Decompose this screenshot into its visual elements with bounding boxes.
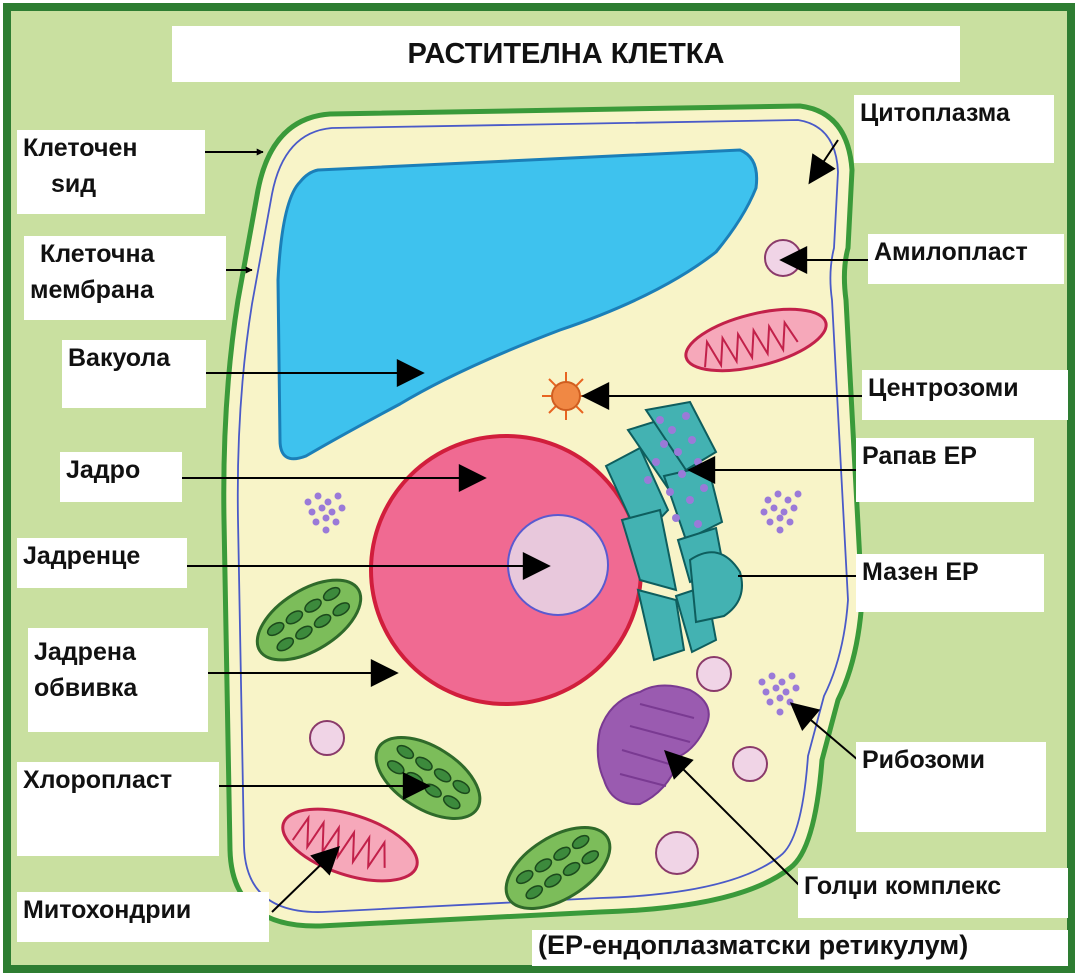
label-chloroplast: Хлоропласт <box>17 762 219 856</box>
label-vacuole: Вакуола <box>62 340 206 408</box>
label-nucleus: Јадро <box>60 452 182 502</box>
label-amyloplast: Амилопласт <box>868 234 1064 284</box>
label-smooth-er: Мазен ЕР <box>856 554 1044 612</box>
label-cell-wall: Клеточен ѕид <box>17 130 205 214</box>
label-cell-membrane: Клеточна мембрана <box>24 236 226 320</box>
centrosome <box>542 372 590 420</box>
label-cytoplasm: Цитоплазма <box>854 95 1054 163</box>
diagram-title: РАСТИТЕЛНА КЛЕТКА <box>172 26 960 82</box>
label-centrosomes: Центрозоми <box>862 370 1068 420</box>
label-ribosomes: Рибозоми <box>856 742 1046 832</box>
amyloplast <box>765 240 801 276</box>
label-er-note: (ЕР-ендоплазматски ретикулум) <box>532 930 1068 966</box>
label-nuclear-envelope: Јадрена обвивка <box>28 628 208 732</box>
label-mitochondria: Митохондрии <box>17 892 269 942</box>
label-nucleolus: Јадренце <box>17 538 187 588</box>
label-golgi: Голџи комплекс <box>798 868 1068 918</box>
label-rough-er: Рапав ЕР <box>856 438 1034 502</box>
